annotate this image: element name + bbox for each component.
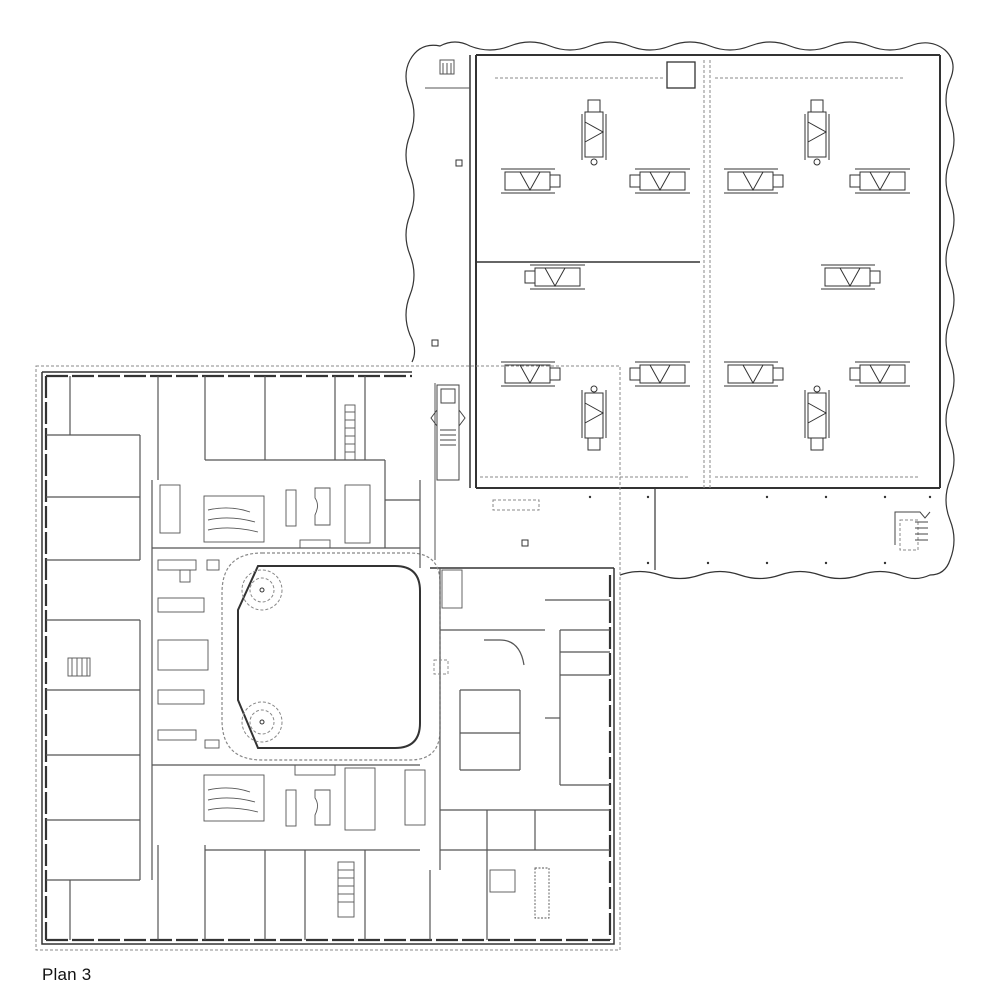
hall-stair-west — [430, 384, 466, 481]
courtyard — [221, 552, 441, 761]
hall-columns — [431, 159, 932, 565]
hall-walls — [425, 54, 941, 570]
hall-envelope — [405, 41, 955, 580]
block-outline — [35, 365, 621, 951]
block-rooms-east — [439, 568, 610, 940]
block-rooms-west — [46, 376, 431, 940]
hall-equipment — [501, 99, 910, 451]
hall-stair-east — [894, 511, 931, 551]
plan-caption: Plan 3 — [42, 965, 92, 984]
hall-ramp — [492, 499, 540, 511]
block-fixtures — [67, 404, 550, 919]
